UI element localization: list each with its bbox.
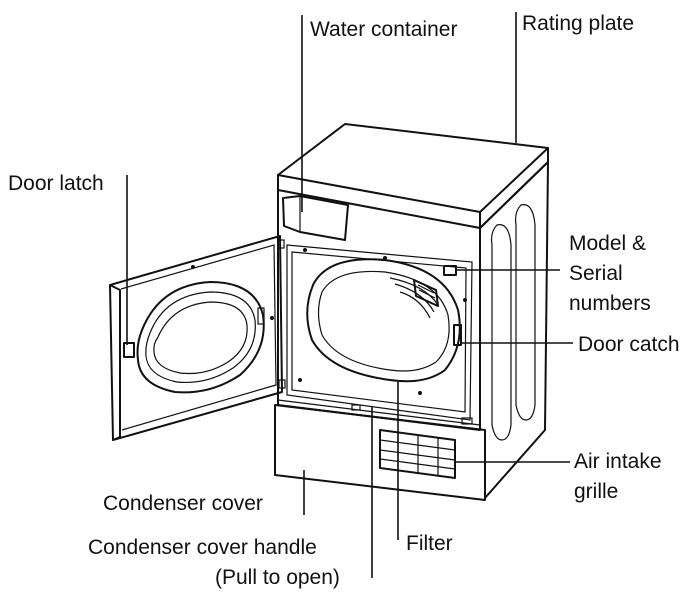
label-condenser-cover: Condenser cover (103, 492, 263, 515)
side-rib-1 (490, 224, 512, 441)
label-water-container: Water container (310, 18, 458, 41)
dryer-cabinet (274, 123, 549, 501)
water-container-drawer (282, 195, 349, 241)
label-condenser-handle-1: Condenser cover handle (88, 536, 317, 559)
side-panel (479, 161, 549, 499)
door-catch-shape (453, 324, 462, 346)
label-rating-plate: Rating plate (522, 12, 635, 35)
drum (306, 258, 461, 383)
label-air-intake-2: grille (574, 480, 619, 503)
plinth (274, 404, 486, 501)
open-door (109, 235, 286, 441)
leader-lines (126, 12, 573, 578)
label-door-catch: Door catch (578, 333, 680, 356)
door-opening (286, 244, 473, 421)
front-lower-edge (277, 399, 481, 426)
top-lip (277, 174, 481, 229)
label-door-latch: Door latch (8, 172, 104, 195)
label-model-serial-3: numbers (569, 292, 651, 315)
label-model-serial-2: Serial (569, 262, 623, 285)
filter-shape (413, 279, 439, 307)
door-latch-shape (123, 342, 135, 358)
top-lip-side (479, 147, 549, 229)
label-filter: Filter (406, 532, 453, 555)
label-model-serial-1: Model & (569, 232, 647, 255)
label-condenser-handle-2: (Pull to open) (215, 566, 340, 589)
side-rib-2 (514, 204, 536, 421)
air-intake-grille (379, 429, 456, 479)
label-air-intake-1: Air intake (574, 450, 662, 473)
